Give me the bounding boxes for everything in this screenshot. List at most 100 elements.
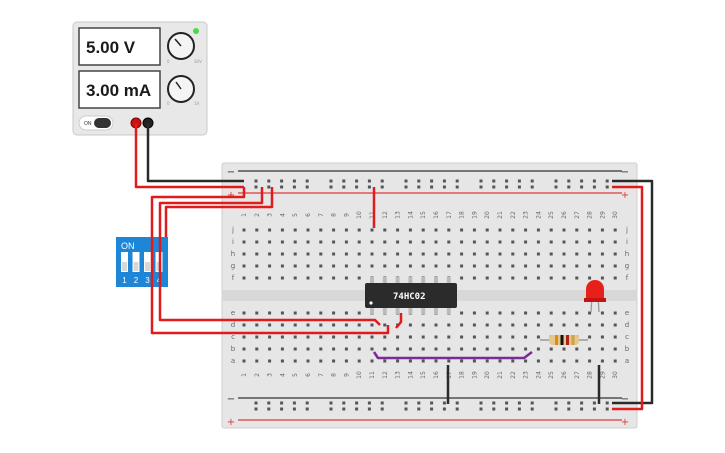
terminal-hole[interactable] — [396, 347, 400, 351]
bottom-negative-rail-hole[interactable] — [292, 401, 296, 405]
terminal-hole[interactable] — [268, 228, 272, 232]
top-positive-rail-hole[interactable] — [455, 185, 459, 189]
terminal-hole[interactable] — [357, 252, 361, 256]
terminal-hole[interactable] — [524, 252, 528, 256]
terminal-hole[interactable] — [536, 252, 540, 256]
terminal-hole[interactable] — [408, 228, 412, 232]
top-positive-rail-hole[interactable] — [342, 185, 346, 189]
terminal-hole[interactable] — [306, 264, 310, 268]
terminal-hole[interactable] — [344, 335, 348, 339]
terminal-hole[interactable] — [524, 311, 528, 315]
terminal-hole[interactable] — [306, 311, 310, 315]
terminal-hole[interactable] — [524, 359, 528, 363]
top-negative-rail-hole[interactable] — [492, 179, 496, 183]
terminal-hole[interactable] — [472, 323, 476, 327]
led-body[interactable] — [586, 280, 604, 300]
bottom-positive-rail-hole[interactable] — [305, 407, 309, 411]
terminal-hole[interactable] — [396, 228, 400, 232]
bottom-negative-rail-hole[interactable] — [554, 401, 558, 405]
terminal-hole[interactable] — [600, 335, 604, 339]
terminal-hole[interactable] — [408, 240, 412, 244]
terminal-hole[interactable] — [306, 335, 310, 339]
bottom-negative-rail-hole[interactable] — [517, 401, 521, 405]
terminal-hole[interactable] — [498, 311, 502, 315]
bottom-positive-rail-hole[interactable] — [479, 407, 483, 411]
terminal-hole[interactable] — [383, 323, 387, 327]
terminal-hole[interactable] — [357, 359, 361, 363]
bottom-positive-rail-hole[interactable] — [554, 407, 558, 411]
terminal-hole[interactable] — [344, 264, 348, 268]
top-negative-rail-hole[interactable] — [367, 179, 371, 183]
terminal-hole[interactable] — [408, 264, 412, 268]
terminal-hole[interactable] — [600, 311, 604, 315]
terminal-hole[interactable] — [447, 252, 451, 256]
terminal-hole[interactable] — [370, 323, 374, 327]
terminal-hole[interactable] — [408, 252, 412, 256]
terminal-hole[interactable] — [498, 347, 502, 351]
terminal-hole[interactable] — [498, 264, 502, 268]
terminal-hole[interactable] — [575, 240, 579, 244]
bottom-negative-rail-hole[interactable] — [417, 401, 421, 405]
terminal-hole[interactable] — [575, 276, 579, 280]
terminal-hole[interactable] — [408, 335, 412, 339]
terminal-hole[interactable] — [242, 323, 246, 327]
terminal-hole[interactable] — [357, 228, 361, 232]
terminal-hole[interactable] — [344, 347, 348, 351]
terminal-hole[interactable] — [434, 264, 438, 268]
terminal-hole[interactable] — [255, 264, 259, 268]
terminal-hole[interactable] — [280, 347, 284, 351]
bottom-negative-rail-hole[interactable] — [505, 401, 509, 405]
terminal-hole[interactable] — [319, 252, 323, 256]
terminal-hole[interactable] — [613, 311, 617, 315]
terminal-hole[interactable] — [562, 359, 566, 363]
top-positive-rail-hole[interactable] — [554, 185, 558, 189]
terminal-hole[interactable] — [498, 335, 502, 339]
terminal-hole[interactable] — [280, 276, 284, 280]
top-positive-rail-hole[interactable] — [367, 185, 371, 189]
terminal-hole[interactable] — [447, 359, 451, 363]
terminal-hole[interactable] — [319, 240, 323, 244]
terminal-hole[interactable] — [600, 252, 604, 256]
terminal-hole[interactable] — [280, 359, 284, 363]
wires[interactable] — [134, 123, 654, 411]
terminal-hole[interactable] — [421, 335, 425, 339]
bottom-positive-rail-hole[interactable] — [342, 407, 346, 411]
terminal-hole[interactable] — [485, 323, 489, 327]
top-positive-rail-hole[interactable] — [479, 185, 483, 189]
terminal-hole[interactable] — [575, 347, 579, 351]
terminal-hole[interactable] — [460, 240, 464, 244]
terminal-hole[interactable] — [242, 264, 246, 268]
top-negative-rail-hole[interactable] — [505, 179, 509, 183]
terminal-hole[interactable] — [498, 276, 502, 280]
bottom-negative-rail-hole[interactable] — [342, 401, 346, 405]
terminal-hole[interactable] — [485, 252, 489, 256]
terminal-hole[interactable] — [357, 240, 361, 244]
terminal-hole[interactable] — [280, 311, 284, 315]
top-positive-rail-hole[interactable] — [254, 185, 258, 189]
top-negative-rail-hole[interactable] — [404, 179, 408, 183]
terminal-hole[interactable] — [511, 252, 515, 256]
terminal-hole[interactable] — [485, 276, 489, 280]
bottom-negative-rail-hole[interactable] — [404, 401, 408, 405]
terminal-hole[interactable] — [588, 264, 592, 268]
terminal-hole[interactable] — [293, 347, 297, 351]
terminal-hole[interactable] — [460, 276, 464, 280]
terminal-hole[interactable] — [344, 240, 348, 244]
top-positive-rail-hole[interactable] — [305, 185, 309, 189]
terminal-hole[interactable] — [357, 276, 361, 280]
terminal-hole[interactable] — [588, 347, 592, 351]
terminal-hole[interactable] — [280, 335, 284, 339]
terminal-hole[interactable] — [613, 359, 617, 363]
terminal-hole[interactable] — [434, 347, 438, 351]
terminal-hole[interactable] — [383, 264, 387, 268]
terminal-hole[interactable] — [319, 276, 323, 280]
terminal-hole[interactable] — [536, 276, 540, 280]
terminal-hole[interactable] — [613, 335, 617, 339]
terminal-hole[interactable] — [434, 359, 438, 363]
wire-supply-negative[interactable] — [146, 123, 244, 183]
bottom-negative-rail-hole[interactable] — [280, 401, 284, 405]
terminal-hole[interactable] — [332, 323, 336, 327]
bottom-negative-rail-hole[interactable] — [355, 401, 359, 405]
bottom-negative-rail-hole[interactable] — [430, 401, 434, 405]
